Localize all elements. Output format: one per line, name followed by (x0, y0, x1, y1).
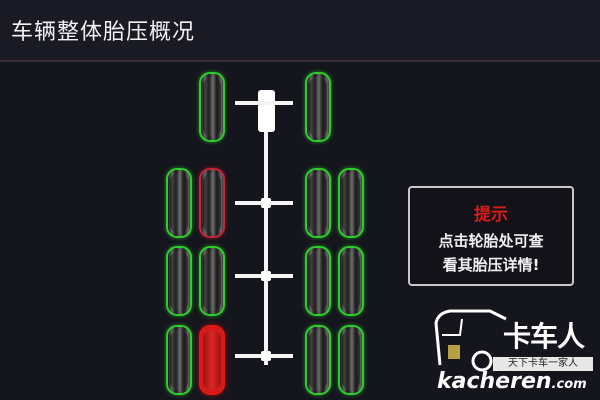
tire-axle3-left-inner[interactable] (199, 246, 225, 316)
watermark-slogan: 天下卡车一家人 (493, 357, 593, 371)
tire-axle2-right-outer[interactable] (338, 168, 364, 238)
tire-axle4-right-outer[interactable] (338, 325, 364, 395)
tip-line-1: 点击轮胎处可查 (438, 232, 544, 250)
tire-axle3-right-inner[interactable] (305, 246, 331, 316)
watermark-brand: 卡车人 (503, 320, 585, 353)
tip-line-2: 看其胎压详情! (442, 256, 540, 274)
tire-axle3-left-outer[interactable] (166, 246, 192, 316)
tire-axle2-right-inner[interactable] (305, 168, 331, 238)
watermark-url-main: kacheren (437, 369, 552, 394)
tire-axle3-right-outer[interactable] (338, 246, 364, 316)
tire-front-right[interactable] (305, 72, 331, 142)
front-axle-bar (235, 101, 293, 105)
tire-front-left[interactable] (199, 72, 225, 142)
tire-axle2-left-outer[interactable] (166, 168, 192, 238)
header-bar: 车辆整体胎压概况 (0, 0, 600, 60)
header-divider (0, 60, 600, 62)
chassis-spine (264, 110, 268, 365)
tire-axle4-left-outer[interactable] (166, 325, 192, 395)
watermark-url-suffix: .com (551, 377, 587, 392)
tire-axle4-left-inner[interactable] (199, 325, 225, 395)
truck-outline-icon (434, 309, 507, 372)
watermark-url: kacheren.com (437, 369, 587, 394)
axle-3-node (261, 271, 271, 281)
tip-box: 提示 点击轮胎处可查 看其胎压详情! (408, 186, 574, 286)
watermark-logo: 卡车人 天下卡车一家人 kacheren.com (425, 305, 600, 400)
tire-axle4-right-inner[interactable] (305, 325, 331, 395)
axle-2-node (261, 198, 271, 208)
tip-title: 提示 (474, 205, 508, 225)
cab-block (258, 90, 275, 132)
tire-axle2-left-inner[interactable] (199, 168, 225, 238)
page-title: 车辆整体胎压概况 (11, 20, 196, 45)
axle-4-node (261, 351, 271, 361)
